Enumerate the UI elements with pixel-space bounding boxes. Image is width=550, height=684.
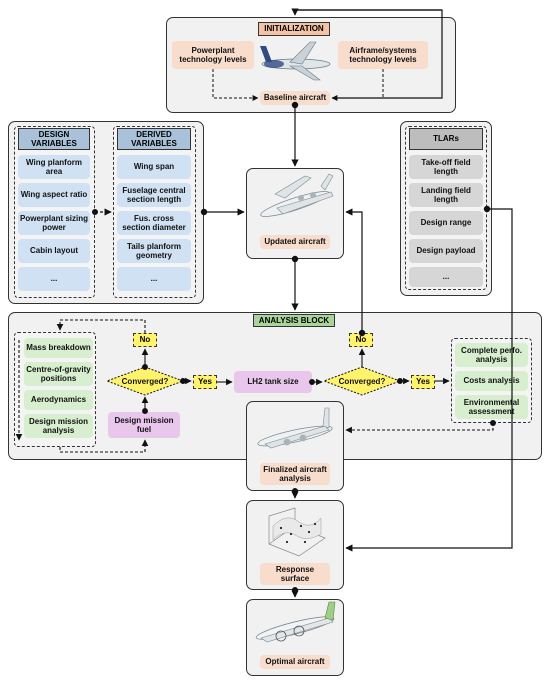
der-fuselage-length: Fuselage central section length [117,183,191,207]
no-label-2: No [349,333,373,347]
response-surface-chip: Response surface [260,563,330,585]
design-variables-title: DESIGN VARIABLES [18,128,90,150]
yes-label-2: Yes [411,375,435,389]
airframe-technology-chip: Airframe/systems technology levels [338,41,428,69]
costs-analysis-chip: Costs analysis [455,371,528,391]
design-mission-fuel-chip: Design mission fuel [108,412,180,438]
dv-powerplant-sizing-power: Powerplant sizing power [18,211,90,235]
tlar-ellipsis: ... [409,267,483,287]
yes-label-1: Yes [193,375,217,389]
dv-cabin-layout: Cabin layout [18,239,90,263]
der-ellipsis: ... [117,267,191,291]
analysis-block-title: ANALYSIS BLOCK [253,314,335,327]
tlars-group [405,126,487,290]
no-label-1: No [133,333,157,347]
tlar-design-range: Design range [409,211,483,235]
aerodynamics-chip: Aerodynamics [24,390,93,410]
tlar-takeoff-field: Take-off field length [409,155,483,179]
design-mission-analysis-chip: Design mission analysis [24,414,93,438]
updated-aircraft-chip: Updated aircraft [260,235,330,249]
baseline-aircraft-chip: Baseline aircraft [260,91,330,105]
derived-variables-title: DERIVED VARIABLES [117,128,191,150]
der-tails-planform: Tails planform geometry [117,239,191,263]
optimal-aircraft-chip: Optimal aircraft [260,655,330,669]
powerplant-technology-chip: Powerplant technology levels [172,41,254,69]
der-fus-cross-section: Fus. cross section diameter [117,211,191,235]
tlar-design-payload: Design payload [409,239,483,263]
cg-positions-chip: Centre-of-gravity positions [24,362,93,386]
dv-wing-aspect-ratio: Wing aspect ratio [18,183,90,207]
dv-wing-planform-area: Wing planform area [18,155,90,179]
dv-ellipsis: ... [18,267,90,291]
mass-breakdown-chip: Mass breakdown [24,338,93,358]
environmental-assessment-chip: Environmental assessment [455,395,528,419]
tlar-landing-field: Landing field length [409,183,483,207]
tlars-title: TLARs [409,128,483,150]
complete-perfo-analysis-chip: Complete perfo. analysis [455,343,528,367]
initialization-title: INITIALIZATION [258,22,330,36]
lh2-tank-size-chip: LH2 tank size [234,371,312,393]
finalized-aircraft-chip: Finalized aircraft analysis [260,463,330,485]
der-wing-span: Wing span [117,155,191,179]
